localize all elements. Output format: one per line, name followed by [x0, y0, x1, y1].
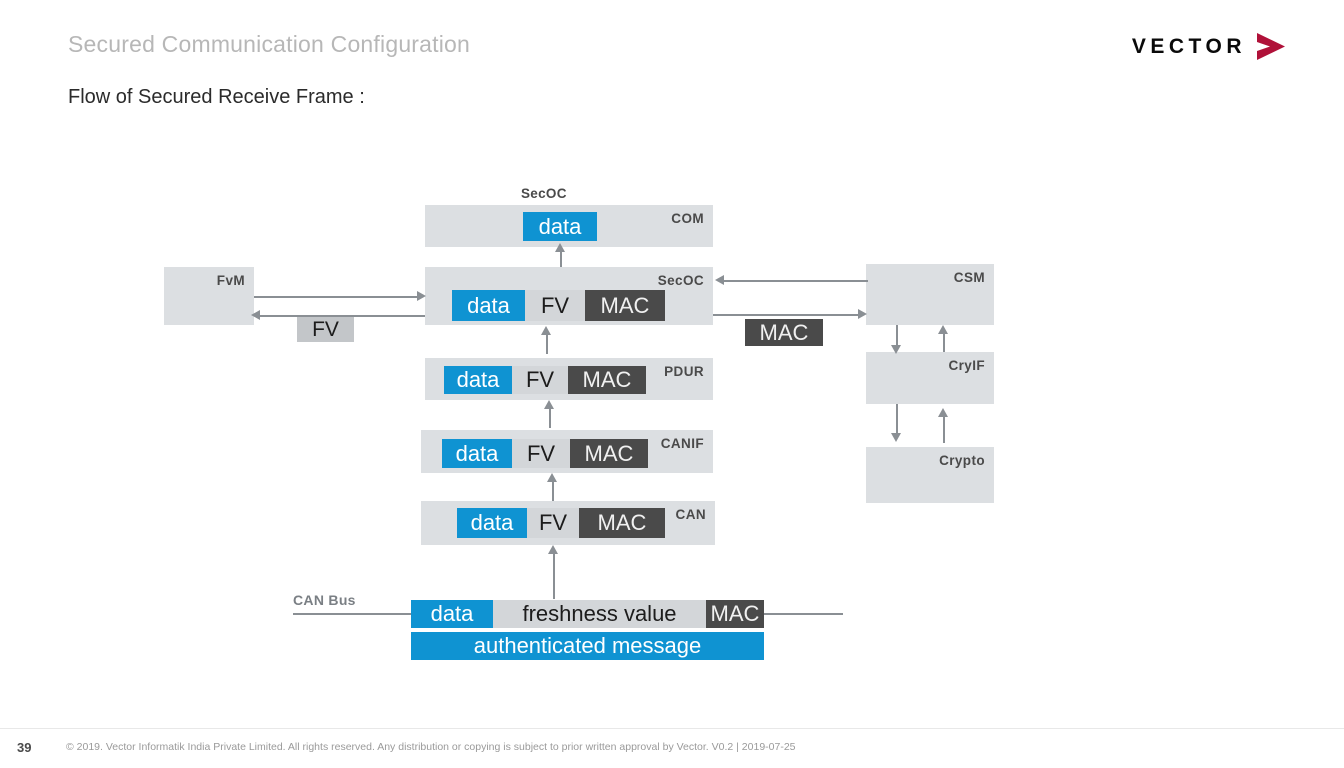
connector-crypto-to-cryif-arrowhead: [937, 408, 948, 417]
connector-secoc-to-fvm-arrowhead: [251, 309, 260, 320]
pdur-segment-mac: MAC: [568, 366, 646, 394]
module-crypto: Crypto: [866, 447, 994, 503]
connector-secoc-to-csm: [713, 314, 861, 316]
can-segment-fv: FV: [527, 508, 579, 538]
canif-segment-mac: MAC: [570, 439, 648, 468]
authenticated-message-bar: authenticated message: [411, 632, 764, 660]
connector-cryif-to-crypto-arrowhead: [890, 433, 901, 442]
connector-secoc-to-fvm: [258, 315, 425, 317]
connector-can-to-canif-arrowhead: [546, 473, 557, 482]
layer-com-label: COM: [671, 211, 704, 226]
vector-chevron-icon: [1255, 32, 1289, 62]
footer-divider: [0, 728, 1344, 729]
connector-cryif-to-csm: [943, 331, 945, 352]
connector-pdur-to-secoc-arrowhead: [540, 326, 551, 335]
connector-csm-to-secoc-arrowhead: [715, 274, 724, 285]
fv-exchange-label: FV: [297, 317, 354, 342]
connector-can-to-canif: [552, 479, 554, 501]
module-fvm: FvM: [164, 267, 254, 325]
can-bus-label: CAN Bus: [293, 592, 356, 608]
module-crypto-label: Crypto: [939, 453, 985, 468]
page-number: 39: [17, 740, 32, 755]
secoc-segment-fv: FV: [525, 290, 585, 321]
com-segment-data: data: [523, 212, 597, 241]
secoc-segment-mac: MAC: [585, 290, 665, 321]
connector-cryif-to-crypto: [896, 404, 898, 434]
connector-canbus-to-can: [553, 551, 555, 599]
diagram-top-label: SecOC: [521, 186, 567, 201]
connector-secoc-to-com: [560, 249, 562, 269]
layer-canif-label: CANIF: [660, 436, 704, 451]
connector-canif-to-pdur: [549, 406, 551, 428]
module-cryif: CryIF: [866, 352, 994, 404]
secoc-segment-data: data: [452, 290, 525, 321]
connector-pdur-to-secoc: [546, 332, 548, 354]
connector-crypto-to-cryif: [943, 414, 945, 443]
footer-copyright: © 2019. Vector Informatik India Private …: [66, 741, 796, 753]
bus-frame-freshness-value: freshness value: [493, 600, 706, 628]
module-csm: CSM: [866, 264, 994, 325]
module-fvm-label: FvM: [216, 273, 245, 288]
layer-secoc-label: SecOC: [657, 273, 704, 288]
canif-segment-data: data: [442, 439, 512, 468]
connector-canbus-to-can-arrowhead: [547, 545, 558, 554]
vector-logo: VECTOR: [1132, 32, 1289, 62]
module-csm-label: CSM: [953, 270, 985, 285]
canif-segment-fv: FV: [512, 439, 570, 468]
connector-csm-to-cryif-arrowhead: [890, 345, 901, 354]
connector-csm-to-cryif: [896, 325, 898, 346]
can-bus-line-right: [763, 613, 843, 615]
layer-pdur-label: PDUR: [664, 364, 704, 379]
connector-fvm-to-secoc-arrowhead: [417, 290, 426, 301]
pdur-segment-data: data: [444, 366, 512, 394]
connector-canif-to-pdur-arrowhead: [543, 400, 554, 409]
can-segment-data: data: [457, 508, 527, 538]
connector-secoc-to-com-arrowhead: [554, 243, 565, 252]
mac-exchange-label: MAC: [745, 319, 823, 346]
connector-csm-to-secoc: [722, 280, 868, 282]
can-segment-mac: MAC: [579, 508, 665, 538]
bus-frame-mac: MAC: [706, 600, 764, 628]
module-cryif-label: CryIF: [948, 358, 985, 373]
connector-fvm-to-secoc: [254, 296, 420, 298]
bus-frame-data: data: [411, 600, 493, 628]
can-bus-line-left: [293, 613, 411, 615]
connector-secoc-to-csm-arrowhead: [858, 308, 867, 319]
pdur-segment-fv: FV: [512, 366, 568, 394]
subtitle: Flow of Secured Receive Frame :: [68, 86, 365, 108]
vector-wordmark: VECTOR: [1131, 35, 1246, 58]
layer-can-label: CAN: [675, 507, 706, 522]
connector-cryif-to-csm-arrowhead: [937, 325, 948, 334]
page-title: Secured Communication Configuration: [68, 31, 471, 57]
